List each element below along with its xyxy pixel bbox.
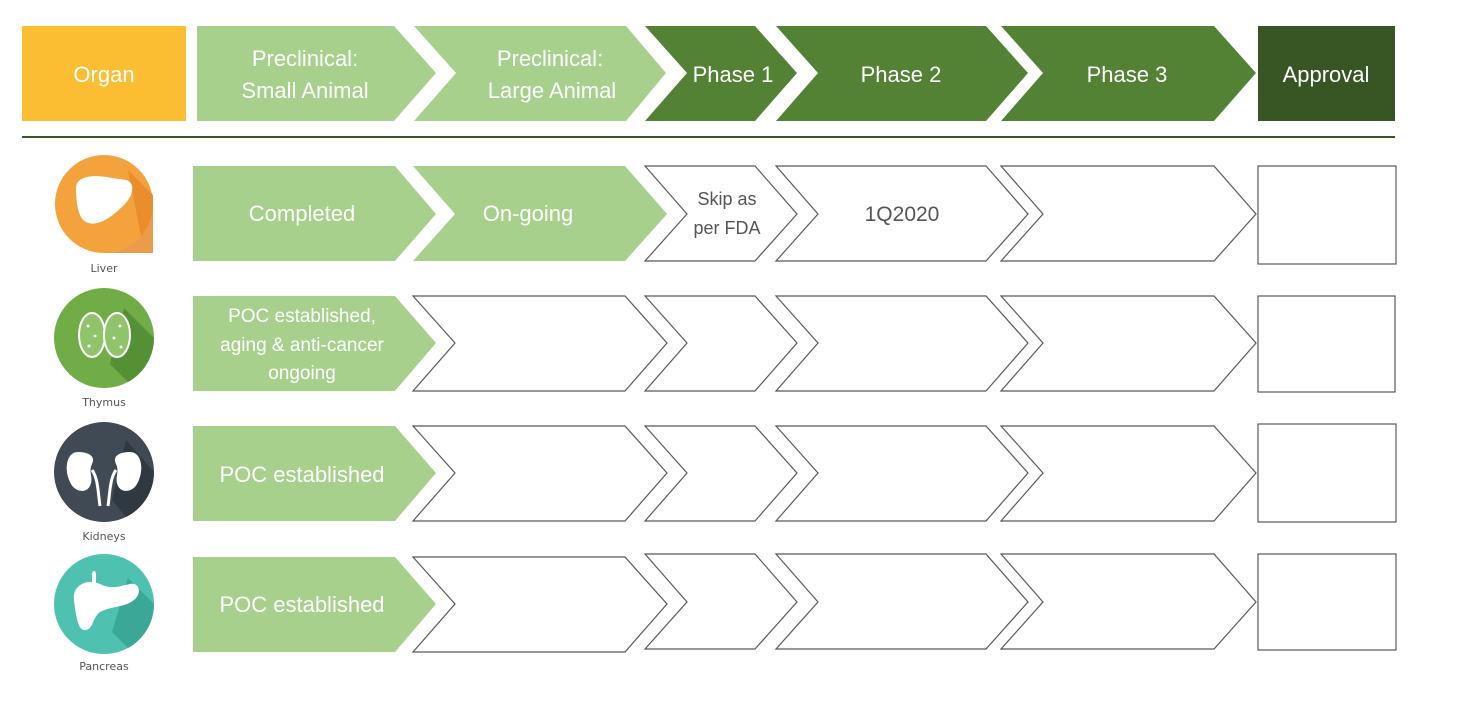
header-preclinical-small <box>197 26 436 121</box>
pancreas-small-animal <box>193 557 436 652</box>
pancreas-icon <box>54 554 155 654</box>
header-phase1 <box>645 26 797 121</box>
liver-phase2 <box>774 165 1029 262</box>
thymus-phase3 <box>999 295 1257 392</box>
liver-phase1 <box>643 165 798 262</box>
kidneys-approval <box>1257 423 1397 523</box>
header-preclinical-large <box>414 26 666 121</box>
thymus-phase1 <box>643 295 798 392</box>
kidneys-small-animal <box>193 426 436 521</box>
pancreas-large-animal <box>411 556 668 653</box>
thymus-small-animal-line2: aging & anti-cancer <box>220 335 384 356</box>
thymus-phase2 <box>774 295 1029 392</box>
header-preclinical-small-line1: Preclinical: <box>252 46 358 71</box>
liver-approval <box>1257 165 1397 265</box>
header-phase3 <box>1001 26 1256 121</box>
organ-label-pancreas: Pancreas <box>79 660 129 673</box>
row-kidneys: Kidneys POC established <box>54 422 1397 543</box>
header-approval-label: Approval <box>1283 62 1370 87</box>
thymus-approval <box>1257 295 1396 393</box>
header-phase3-label: Phase 3 <box>1087 62 1168 87</box>
kidneys-large-animal <box>411 425 668 522</box>
liver-phase1-line1: Skip as <box>697 189 756 209</box>
liver-small-animal <box>193 166 436 261</box>
header-row: Organ Preclinical: Small Animal Preclini… <box>22 26 1395 121</box>
liver-phase1-line2: per FDA <box>693 218 760 238</box>
pancreas-phase2 <box>774 553 1029 650</box>
kidneys-small-animal-text: POC established <box>219 462 384 487</box>
liver-large-animal <box>413 166 667 261</box>
pancreas-phase1 <box>643 553 798 650</box>
pancreas-approval <box>1257 553 1397 651</box>
organ-label-thymus: Thymus <box>81 396 126 409</box>
row-liver: Liver Completed On-going Skip as per FDA… <box>55 155 1397 275</box>
organ-label-kidneys: Kidneys <box>82 530 126 543</box>
kidneys-icon <box>54 422 155 522</box>
header-organ <box>22 26 186 121</box>
header-approval <box>1258 26 1395 121</box>
pancreas-small-animal-text: POC established <box>219 592 384 617</box>
thymus-small-animal-line1: POC established, <box>228 306 376 327</box>
pancreas-phase3 <box>999 553 1257 650</box>
kidneys-phase2 <box>774 425 1029 522</box>
row-thymus: Thymus POC established, aging & anti-can… <box>54 288 1396 409</box>
header-preclinical-large-line2: Large Animal <box>488 78 616 103</box>
thymus-icon <box>54 288 155 388</box>
liver-phase3 <box>999 165 1257 262</box>
header-phase2-label: Phase 2 <box>861 62 942 87</box>
header-preclinical-large-line1: Preclinical: <box>497 46 603 71</box>
liver-phase2-text: 1Q2020 <box>865 203 940 226</box>
kidneys-phase3 <box>999 425 1257 522</box>
liver-icon <box>55 155 153 253</box>
organ-label-liver: Liver <box>91 262 118 275</box>
thymus-small-animal-line3: ongoing <box>268 363 336 384</box>
thymus-large-animal <box>411 295 668 392</box>
header-preclinical-small-line2: Small Animal <box>241 78 368 103</box>
header-phase1-label: Phase 1 <box>693 62 774 87</box>
header-organ-label: Organ <box>73 62 134 87</box>
header-phase2 <box>776 26 1028 121</box>
thymus-small-animal <box>193 296 436 391</box>
kidneys-phase1 <box>643 425 798 522</box>
liver-large-animal-text: On-going <box>483 201 574 226</box>
row-pancreas: Pancreas POC established <box>54 553 1397 673</box>
liver-small-animal-text: Completed <box>249 201 355 226</box>
